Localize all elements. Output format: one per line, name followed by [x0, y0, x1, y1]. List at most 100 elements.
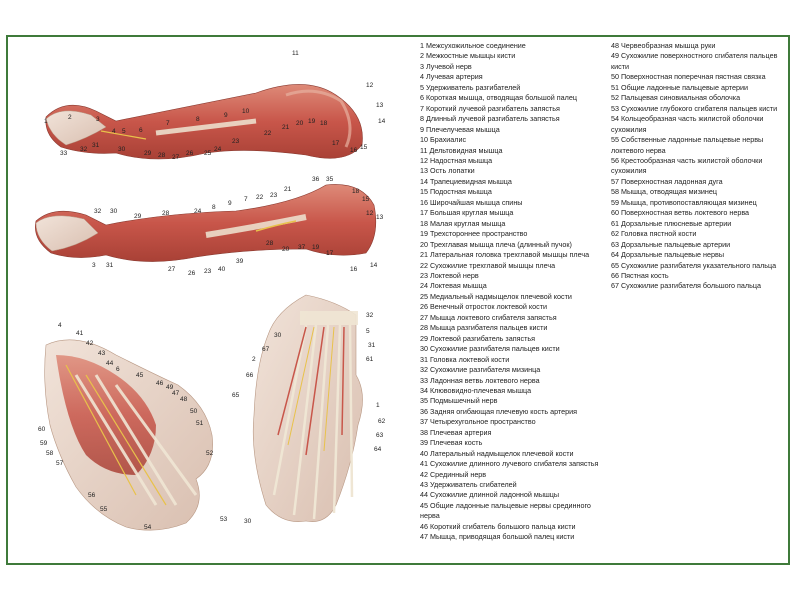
svg-text:59: 59	[40, 440, 48, 447]
svg-text:64: 64	[374, 446, 382, 453]
svg-text:55: 55	[100, 506, 108, 513]
svg-text:25: 25	[204, 150, 212, 157]
svg-text:36: 36	[312, 176, 320, 183]
legend-entry: 25 Медиальный надмыщелок плечевой кости	[420, 291, 572, 301]
svg-text:47: 47	[172, 390, 180, 397]
legend-entry: 51 Общие ладонные пальцевые артерии	[611, 82, 749, 92]
svg-text:2: 2	[252, 356, 256, 363]
legend-entry: 20 Трехглавая мышца плеча (длинный пучок…	[420, 239, 572, 249]
svg-text:13: 13	[376, 214, 384, 221]
svg-text:21: 21	[284, 186, 292, 193]
svg-text:61: 61	[366, 356, 374, 363]
legend-entry: 58 Мышца, отводящая мизинец	[611, 187, 717, 197]
hand-palm-figure	[44, 339, 213, 531]
svg-text:5: 5	[366, 328, 370, 335]
svg-text:28: 28	[266, 240, 274, 247]
legend-entry: 44 Сухожилие длинной ладонной мышцы	[420, 490, 560, 500]
svg-text:3: 3	[92, 262, 96, 269]
svg-text:7: 7	[166, 120, 170, 127]
svg-text:12: 12	[366, 210, 374, 217]
svg-text:39: 39	[236, 258, 244, 265]
svg-text:9: 9	[228, 200, 232, 207]
svg-text:29: 29	[144, 150, 152, 157]
legend-entry: 26 Венечный отросток локтевой кости	[420, 302, 548, 312]
legend-entry: 48 Червеобразная мышца руки	[611, 41, 716, 50]
legend-entry: 22 Сухожилие трехглавой мышцы плеча	[420, 260, 556, 270]
legend-entry: 12 Надостная мышца	[420, 155, 493, 165]
svg-text:20: 20	[282, 246, 290, 253]
legend-entry: 9 Плечелучевая мышца	[420, 124, 500, 134]
legend-entry: 47 Мышца, приводящая большой палец кисти	[420, 532, 575, 542]
svg-text:14: 14	[370, 262, 378, 269]
svg-text:8: 8	[196, 116, 200, 123]
legend-entry: 29 Локтевой разгибатель запястья	[420, 333, 536, 343]
legend-entry: 36 Задняя огибающая плечевую кость артер…	[420, 406, 578, 416]
svg-text:26: 26	[186, 150, 194, 157]
svg-text:22: 22	[256, 194, 264, 201]
svg-text:6: 6	[116, 366, 120, 373]
legend-entry: 35 Подмышечный нерв	[420, 396, 498, 406]
svg-text:45: 45	[136, 372, 144, 379]
svg-text:42: 42	[86, 340, 94, 347]
svg-text:23: 23	[270, 192, 278, 199]
svg-text:27: 27	[168, 266, 176, 273]
svg-text:32: 32	[94, 208, 102, 215]
svg-text:40: 40	[218, 266, 226, 273]
legend-entry: 66 Пястная кость	[611, 270, 669, 280]
hand-palm-labels: 4 41 42 43 44 6 45 46 49 47 48 50 51 52 …	[38, 322, 228, 531]
svg-text:60: 60	[38, 426, 46, 433]
svg-text:66: 66	[246, 372, 254, 379]
svg-text:1: 1	[44, 118, 48, 125]
arm-medial-labels: 32 30 29 28 24 8 9 7 22 23 21 36 35 18 1…	[92, 176, 384, 277]
svg-text:20: 20	[296, 120, 304, 127]
legend-entry: 43 Удерживатель сгибателей	[420, 480, 517, 490]
legend-entry: 14 Трапециевидная мышца	[420, 176, 512, 186]
svg-text:17: 17	[332, 140, 340, 147]
legend-entry: 63 Дорзальные пальцевые артерии	[611, 239, 731, 249]
svg-text:33: 33	[60, 150, 68, 157]
svg-text:5: 5	[122, 128, 126, 135]
svg-text:8: 8	[212, 204, 216, 211]
svg-text:32: 32	[366, 312, 374, 319]
legend-entry: 67 Сухожилие разгибателя большого пальца	[611, 281, 761, 291]
legend-entry: 42 Срединный нерв	[420, 469, 487, 479]
legend-entry: 30 Сухожилие разгибателя пальцев кисти	[420, 344, 560, 354]
arm-lateral-figure	[45, 84, 363, 160]
svg-text:16: 16	[350, 147, 358, 154]
svg-text:57: 57	[56, 460, 64, 467]
legend-entry: 61 Дорзальные плюсневые артерии	[611, 218, 732, 228]
svg-text:62: 62	[378, 418, 386, 425]
legend-entry: 52 Пальцевая синовиальная оболочка	[611, 93, 741, 103]
arm-lateral-labels: 1 2 3 4 5 6 7 8 9 10 11 12 13 14 15 16 1…	[44, 50, 386, 161]
svg-text:46: 46	[156, 380, 164, 387]
legend-entry: 3 Лучевой нерв	[420, 61, 472, 71]
legend-entry: 56 Крестообразная часть жилистой оболочк…	[611, 155, 763, 176]
svg-text:48: 48	[180, 396, 188, 403]
svg-text:15: 15	[360, 144, 368, 151]
svg-text:52: 52	[206, 450, 214, 457]
svg-text:49: 49	[166, 384, 174, 391]
legend-entry: 18 Малая круглая мышца	[420, 218, 506, 228]
svg-text:28: 28	[158, 152, 166, 159]
hand-dorsal-labels: 32 5 30 67 2 31 61 66 65 1 62 63 64 30	[232, 312, 386, 525]
legend-entry: 54 Кольцеобразная часть жилистой оболочк…	[611, 114, 764, 134]
legend-entry: 45 Общие ладонные пальцевые нервы средин…	[420, 500, 591, 521]
svg-text:28: 28	[162, 210, 170, 217]
svg-text:50: 50	[190, 408, 198, 415]
legend-entry: 37 Четырехугольное пространство	[420, 417, 536, 427]
legend-entry: 57 Поверхностная ладонная дуга	[611, 176, 723, 186]
svg-text:18: 18	[352, 188, 360, 195]
svg-text:3: 3	[96, 116, 100, 123]
svg-text:17: 17	[326, 250, 334, 257]
svg-text:31: 31	[92, 142, 100, 149]
legend-entry: 39 Плечевая кость	[420, 438, 483, 448]
legend-entry: 11 Дельтовидная мышца	[420, 145, 503, 155]
svg-text:2: 2	[68, 114, 72, 121]
legend-entry: 64 Дорзальные пальцевые нервы	[611, 250, 725, 260]
svg-text:18: 18	[320, 120, 328, 127]
legend-entry: 24 Локтевая мышца	[420, 281, 487, 291]
svg-text:29: 29	[134, 213, 142, 220]
legend-entry: 50 Поверхностная поперечная пястная связ…	[611, 72, 766, 82]
